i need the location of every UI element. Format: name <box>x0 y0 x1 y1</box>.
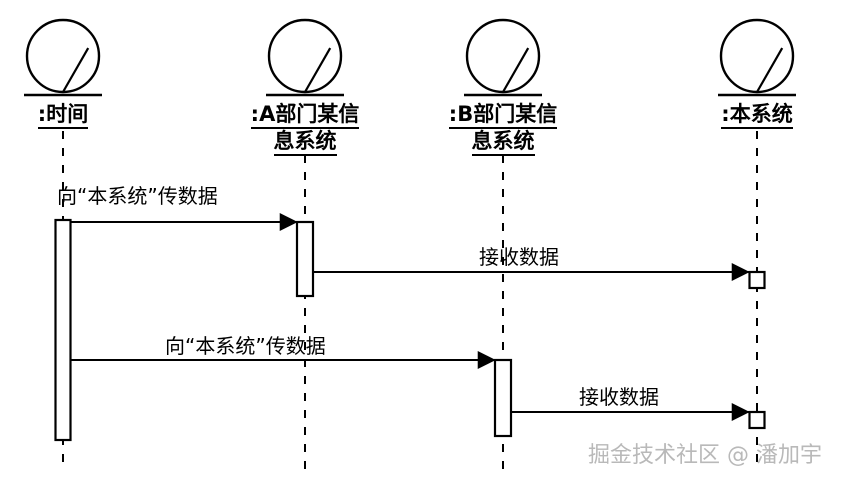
message-label-msg-3[interactable]: 向“本系统”传数据 <box>165 334 326 358</box>
actor-diagonal-icon <box>756 47 784 93</box>
activation-group <box>54 218 766 442</box>
activation-box-act-sys-2[interactable] <box>748 410 766 430</box>
lifeline-label-time[interactable]: :时间 <box>0 102 213 129</box>
actor-circle-icon <box>267 18 343 94</box>
message-label-msg-4[interactable]: 接收数据 <box>579 385 659 409</box>
message-label-msg-1[interactable]: 向“本系统”传数据 <box>57 184 218 208</box>
activation-box-act-a[interactable] <box>295 220 315 298</box>
activation-box-act-time[interactable] <box>54 218 72 442</box>
actor-diagonal-icon <box>62 47 90 93</box>
activation-box-act-b[interactable] <box>493 358 513 438</box>
lifeline-label-dept-a[interactable]: :A部门某信息系统 <box>155 102 455 156</box>
lifeline-label-this-system[interactable]: :本系统 <box>607 102 864 129</box>
watermark-text: 掘金技术社区 @ 潘加宇 <box>588 443 822 468</box>
lifeline-label-line: :时间 <box>37 102 89 129</box>
lifeline-label-line: 息系统 <box>471 129 535 156</box>
actor-diagonal-icon <box>502 47 530 93</box>
lifeline-label-dept-b[interactable]: :B部门某信息系统 <box>353 102 653 156</box>
message-group <box>71 213 750 421</box>
lifeline-label-line: :A部门某信 <box>250 102 360 129</box>
lifeline-label-line: :B部门某信 <box>448 102 558 129</box>
actor-diagonal-icon <box>304 47 332 93</box>
lifeline-group <box>24 18 796 470</box>
activation-box-act-sys-1[interactable] <box>748 270 766 290</box>
lifeline-label-line: 息系统 <box>273 129 337 156</box>
actor-circle-icon <box>25 18 101 94</box>
lifeline-label-line: :本系统 <box>721 102 793 129</box>
actor-circle-icon <box>465 18 541 94</box>
message-label-msg-2[interactable]: 接收数据 <box>479 245 559 269</box>
actor-circle-icon <box>719 18 795 94</box>
